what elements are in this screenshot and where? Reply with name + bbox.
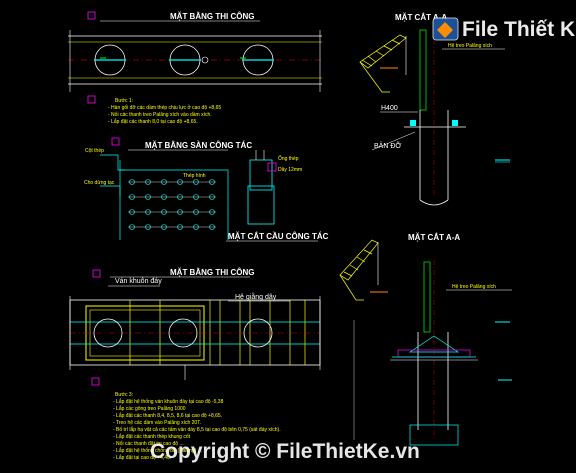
plan-bottom: MẶT BẰNG THI CÔNG Ván khuôn đáy Hệ giằng…: [69, 268, 321, 380]
label-chu-thep: Cột thép: [85, 148, 104, 154]
copyright-watermark: Copyright © FileThietKe.vn: [150, 440, 420, 463]
copyright-text: Copyright © FileThietKe.vn: [150, 440, 420, 463]
step3-line: - Lắp đặt các thanh 8,4, 8,5, 8,6 tại ca…: [113, 412, 222, 419]
step3-line: - Lắp đặt hệ thống ván khuôn đáy tại cao…: [113, 398, 224, 405]
label-thep-hinh: Thép hình: [183, 173, 206, 179]
platform-plan: MẶT BẰNG SÀN CÔNG TÁC Cột thép Cho dừng …: [84, 137, 252, 240]
logo-text: File Thiết Kế.vn: [462, 18, 576, 41]
section-bottom: MẶT CẮT A-A Hệ treo Palăng xích: [339, 233, 512, 446]
step1-line: - Nối các thanh treo Palăng xích vào dầm…: [108, 112, 212, 118]
platform-title: MẶT BẰNG SÀN CÔNG TÁC: [145, 141, 252, 150]
label-he-treo-bottom: Hệ treo Palăng xích: [452, 284, 496, 290]
label-van-khuon: Ván khuôn đáy: [115, 278, 162, 285]
label-ban-do: BẢN ĐỠ: [374, 141, 401, 150]
label-ong-thep: Ống thép: [278, 155, 299, 162]
label-h400: H400: [381, 105, 398, 112]
watermark-logo: File Thiết Kế.vn: [432, 17, 576, 41]
work-bridge-title: MẶT CẮT CẦU CÔNG TÁC: [228, 231, 329, 241]
step1-notes: Bước 1: - Hàn gối đỡ các dầm thép chịu l…: [87, 95, 221, 125]
step3-line: - Treo hệ các dầm vào Palăng xích 20T.: [113, 420, 201, 426]
step3-notes: Bước 3: - Lắp đặt hệ thống ván khuôn đáy…: [91, 377, 281, 461]
step3-title: Bước 3:: [115, 392, 133, 398]
step3-line: - Lắp đặt các thanh thép khung cốt: [113, 433, 191, 440]
plan-top-title: MẶT BẰNG THI CÔNG: [170, 12, 254, 21]
section-top: MẶT CẮT A-A Hệ treo Palăng xích H400 BẢN…: [359, 13, 510, 206]
label-he-giang: Hệ giằng dây: [235, 292, 277, 301]
work-bridge: Ống thép Dây 12mm MẶT CẮT CẦU CÔNG TÁC: [226, 150, 329, 242]
label-cho-dung: Cho dừng tạc: [84, 180, 115, 186]
step3-line: - Lắp đặt tại cao độ +4,40.: [113, 454, 171, 461]
step3-line: - Lắp các gông treo Palăng 1000: [113, 405, 186, 412]
step1-line: - Lắp đặt các thanh 8,0 tại cao độ +8,65…: [108, 118, 198, 125]
step3-line: - Lắp đặt hệ thống chống đỡ (Palăng) ...: [113, 447, 202, 454]
step1-line: - Hàn gối đỡ các dầm thép chịu lực ở cao…: [108, 104, 221, 111]
plan-top: MẶT BẰNG THI CÔNG: [68, 11, 322, 92]
label-he-treo-top: Hệ treo Palăng xích: [448, 43, 492, 49]
label-day-12: Dây 12mm: [278, 167, 302, 173]
section-top-title: MẶT CẮT A-A: [395, 13, 447, 22]
step3-line: - Bố trí lắp hạ vật cả các tấm ván dày 8…: [113, 426, 281, 433]
plan-bottom-title: MẶT BẰNG THI CÔNG: [170, 268, 254, 277]
step3-line: - Nối các thanh đặt tại cao độ ...: [113, 441, 184, 447]
step1-title: Bước 1:: [115, 98, 133, 104]
section-bottom-title: MẶT CẮT A-A: [408, 233, 460, 242]
